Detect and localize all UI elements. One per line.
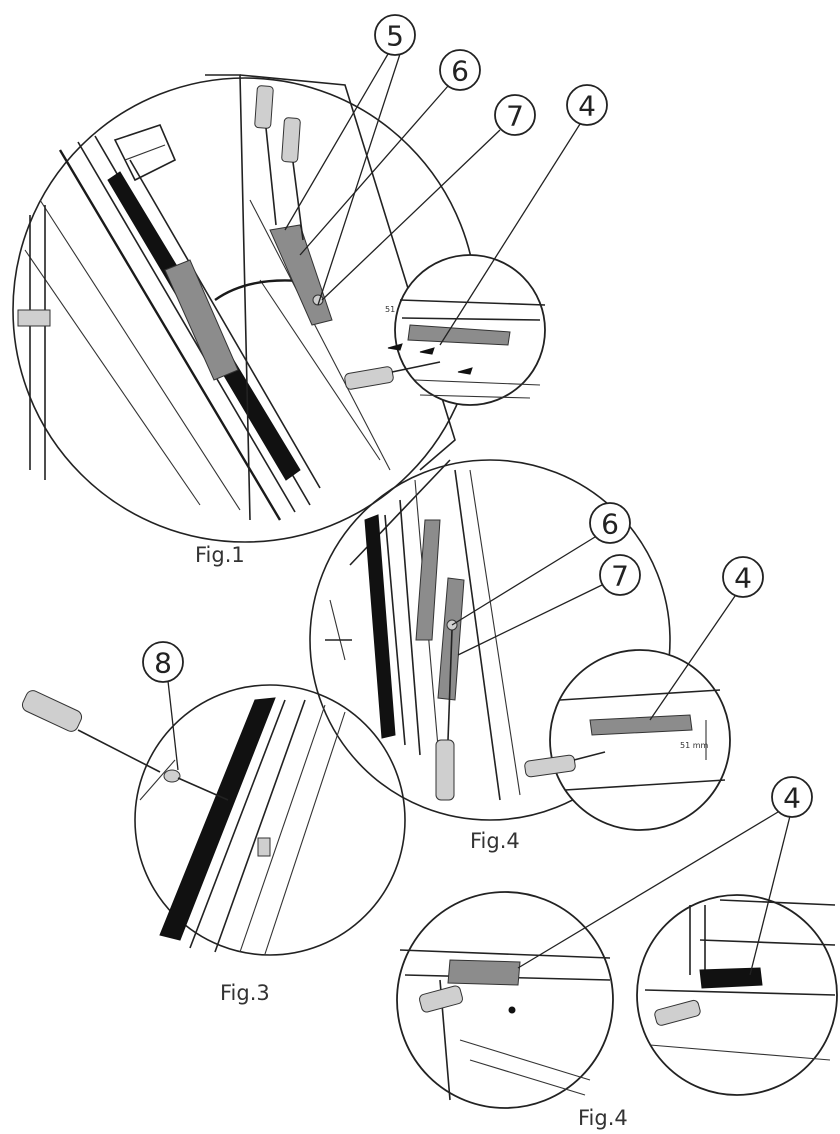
svg-text:5: 5 — [386, 20, 404, 53]
fig4-bottom-label: Fig.4 — [578, 1106, 628, 1130]
svg-text:7: 7 — [611, 560, 629, 593]
svg-text:6: 6 — [601, 508, 619, 541]
svg-text:4: 4 — [783, 782, 801, 815]
svg-text:4: 4 — [578, 90, 596, 123]
fig4-top-label: Fig.4 — [470, 829, 520, 853]
fig4-top-detail: 51 mm 6 7 4 Fig.4 — [309, 459, 764, 853]
callout-4: 4 — [566, 84, 608, 126]
fig1-label: Fig.1 — [195, 543, 245, 567]
fig4-top-inset: 51 mm — [524, 649, 731, 831]
callout-8: 8 — [142, 641, 184, 683]
callout-6: 6 — [439, 49, 481, 91]
svg-text:8: 8 — [154, 647, 172, 680]
callout-4-mid: 4 — [722, 556, 764, 598]
fig1-detail: 51 5 6 7 4 Fig.1 — [12, 14, 608, 567]
fig4-bottom-detail: 4 Fig.4 — [396, 776, 838, 1130]
callout-4-bottom: 4 — [771, 776, 813, 818]
svg-text:4: 4 — [734, 562, 752, 595]
callout-6-mid: 6 — [589, 502, 631, 544]
callout-7: 7 — [494, 94, 536, 136]
fig1-inset: 51 — [344, 254, 546, 406]
callout-7-mid: 7 — [599, 554, 641, 596]
fig3-detail: 8 Fig.3 — [21, 641, 406, 1005]
screwdriver-icon — [254, 85, 304, 241]
svg-text:6: 6 — [451, 55, 469, 88]
screwdriver-icon — [21, 690, 229, 801]
inset-dimension-mm-label: 51 mm — [680, 741, 709, 750]
callout-5: 5 — [374, 14, 416, 56]
fig3-label: Fig.3 — [220, 981, 270, 1005]
svg-text:7: 7 — [506, 100, 524, 133]
inset-dimension-label: 51 — [385, 305, 395, 314]
